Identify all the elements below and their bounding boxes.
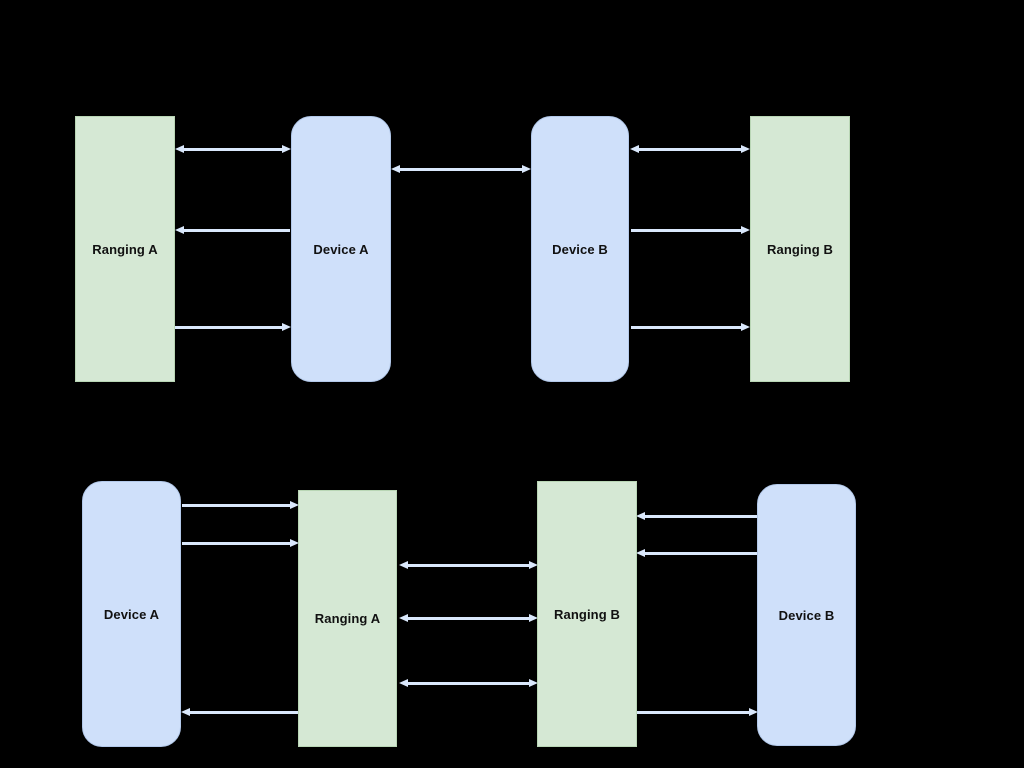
- arrow-shaft: [637, 711, 750, 714]
- arrow-bot-m1: [399, 561, 538, 570]
- arrow-bot-a1: [182, 501, 299, 510]
- node-label: Ranging B: [767, 241, 833, 257]
- arrowhead-right-icon: [522, 165, 531, 173]
- arrowhead-left-icon: [391, 165, 400, 173]
- node-label: Device A: [313, 241, 369, 257]
- node-top-device-a[interactable]: Device A: [291, 116, 391, 382]
- arrowhead-left-icon: [399, 614, 408, 622]
- node-label: Device B: [778, 607, 835, 623]
- arrowhead-right-icon: [290, 501, 299, 509]
- arrow-bot-a3: [181, 708, 298, 717]
- arrow-shaft: [189, 711, 298, 714]
- arrowhead-right-icon: [282, 145, 291, 153]
- arrowhead-right-icon: [741, 226, 750, 234]
- arrow-top-a1: [175, 145, 291, 154]
- arrow-top-b2: [631, 226, 750, 235]
- node-label: Ranging A: [92, 241, 158, 257]
- arrow-shaft: [172, 326, 283, 329]
- arrowhead-left-icon: [636, 549, 645, 557]
- arrow-bot-b2: [636, 549, 757, 558]
- arrow-top-a2: [175, 226, 290, 235]
- arrowhead-right-icon: [529, 679, 538, 687]
- arrowhead-right-icon: [741, 145, 750, 153]
- arrow-shaft: [182, 542, 291, 545]
- node-top-device-b[interactable]: Device B: [531, 116, 629, 382]
- node-bot-device-b[interactable]: Device B: [757, 484, 856, 746]
- arrow-bot-b1: [636, 512, 757, 521]
- arrowhead-left-icon: [181, 708, 190, 716]
- arrow-bot-a2: [182, 539, 299, 548]
- arrow-top-b3: [631, 323, 750, 332]
- arrowhead-left-icon: [175, 145, 184, 153]
- arrow-bot-m3: [399, 679, 538, 688]
- node-label: Device A: [103, 606, 160, 622]
- node-top-ranging-a[interactable]: Ranging A: [75, 116, 175, 382]
- node-top-ranging-b[interactable]: Ranging B: [750, 116, 850, 382]
- arrow-shaft: [638, 148, 742, 151]
- arrow-shaft: [631, 326, 742, 329]
- arrow-top-b1: [630, 145, 750, 154]
- arrow-top-m1: [391, 165, 531, 174]
- node-label: Ranging A: [314, 611, 381, 626]
- arrow-shaft: [399, 168, 523, 171]
- node-bot-ranging-b[interactable]: Ranging B: [537, 481, 637, 747]
- node-label: Device B: [552, 241, 608, 257]
- arrow-shaft: [407, 682, 530, 685]
- arrowhead-left-icon: [399, 561, 408, 569]
- arrow-shaft: [182, 504, 291, 507]
- arrowhead-right-icon: [290, 539, 299, 547]
- arrowhead-left-icon: [399, 679, 408, 687]
- arrowhead-right-icon: [529, 614, 538, 622]
- arrow-bot-m2: [399, 614, 538, 623]
- arrow-shaft: [407, 564, 530, 567]
- arrow-top-a3: [172, 323, 291, 332]
- arrowhead-left-icon: [630, 145, 639, 153]
- arrowhead-right-icon: [529, 561, 538, 569]
- arrow-shaft: [407, 617, 530, 620]
- arrowhead-right-icon: [749, 708, 758, 716]
- node-bot-device-a[interactable]: Device A: [82, 481, 181, 747]
- arrow-shaft: [644, 552, 757, 555]
- arrow-shaft: [631, 229, 742, 232]
- node-label: Ranging B: [554, 606, 620, 622]
- arrow-shaft: [644, 515, 757, 518]
- arrowhead-right-icon: [741, 323, 750, 331]
- arrow-shaft: [183, 229, 290, 232]
- arrow-bot-b3: [637, 708, 758, 717]
- node-bot-ranging-a[interactable]: Ranging A: [298, 490, 397, 747]
- arrowhead-right-icon: [282, 323, 291, 331]
- arrowhead-left-icon: [636, 512, 645, 520]
- arrow-shaft: [183, 148, 283, 151]
- arrowhead-left-icon: [175, 226, 184, 234]
